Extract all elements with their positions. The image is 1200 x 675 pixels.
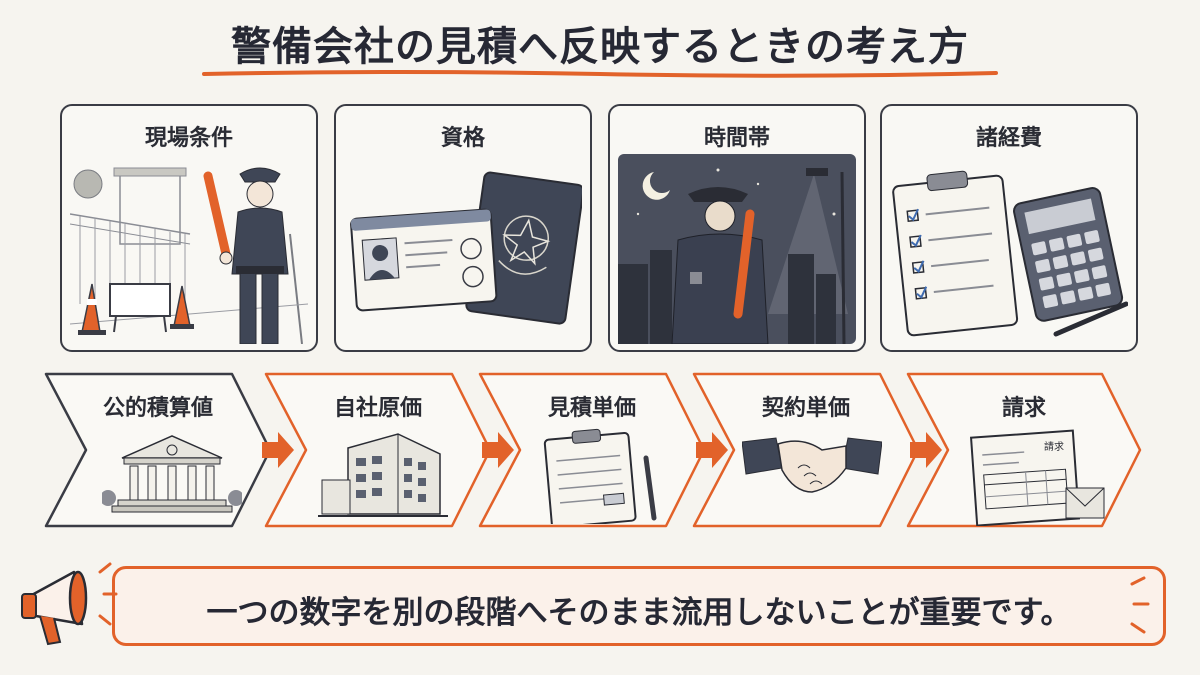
- flow-step-label: 請求: [1001, 396, 1046, 421]
- government-building-icon: [102, 435, 242, 513]
- factor-panel-qualification: 資格: [334, 104, 592, 352]
- title-underline: [202, 70, 998, 78]
- callout-box: 一つの数字を別の段階へそのまま流用しないことが重要です。: [112, 566, 1166, 646]
- office-building-icon: [318, 433, 448, 517]
- flow-step-label: 公的積算値: [102, 396, 213, 421]
- callout-text: 一つの数字を別の段階へそのまま流用しないことが重要です。: [206, 595, 1072, 631]
- flow-step-public-estimate: 公的積算値: [42, 370, 274, 530]
- flow-arrow-icon: [910, 432, 942, 468]
- invoice-doc-label: 請求: [1044, 440, 1064, 453]
- flow-step-contract-unit-price: 契約単価: [690, 370, 922, 530]
- factor-label: 時間帯: [703, 126, 770, 151]
- flow-step-quote-unit-price: 見積単価: [476, 370, 708, 530]
- flow-step-label: 契約単価: [761, 396, 850, 421]
- handshake-icon: [742, 437, 882, 493]
- megaphone-icon: [21, 562, 118, 646]
- flow-step-label: 自社原価: [333, 396, 422, 421]
- factor-label: 諸経費: [975, 126, 1042, 151]
- flow-arrow-icon: [696, 432, 728, 468]
- page-title: 警備会社の見積へ反映するときの考え方: [231, 24, 969, 70]
- flow-arrow-icon: [482, 432, 514, 468]
- invoice-envelope-icon: 請求: [969, 429, 1105, 526]
- flow-arrow-icon: [262, 432, 294, 468]
- security-guard-at-worksite-icon: [70, 167, 308, 344]
- night-guard-icon: [618, 154, 856, 344]
- clipboard-calculator-icon: [892, 170, 1128, 337]
- clipboard-pen-icon: [543, 428, 657, 524]
- factor-panel-site-conditions: 現場条件: [60, 104, 318, 352]
- flow-step-own-cost: 自社原価: [262, 370, 494, 530]
- flow-step-billing: 請求 請求: [904, 370, 1144, 530]
- license-certificate-icon: [350, 171, 582, 325]
- factor-panel-overhead: 諸経費: [880, 104, 1138, 352]
- flow-step-label: 見積単価: [547, 396, 636, 421]
- factor-panel-time-period: 時間帯: [608, 104, 866, 352]
- emphasis-sparks-icon: [1130, 576, 1150, 634]
- factor-label: 資格: [440, 126, 485, 151]
- factor-label: 現場条件: [144, 126, 233, 151]
